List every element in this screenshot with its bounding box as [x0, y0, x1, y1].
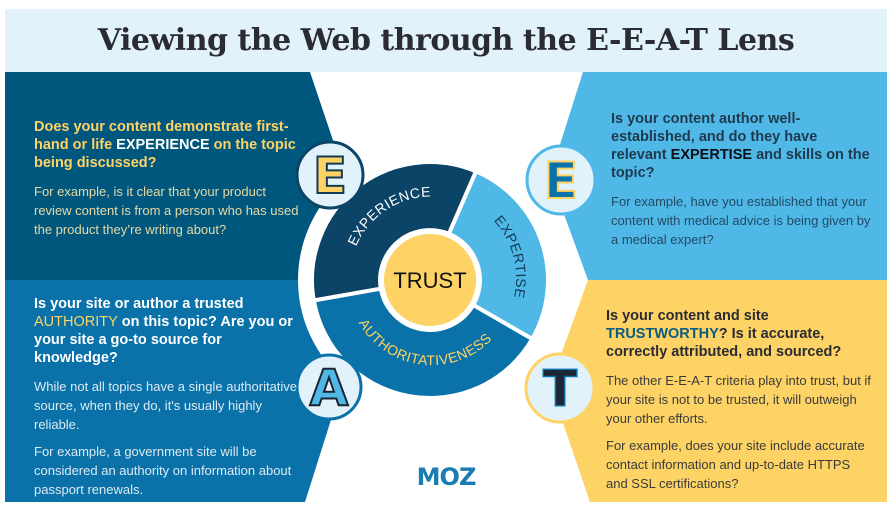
question-text: on the topic being discussed?: [34, 137, 296, 171]
question-text: and skills on the topic?: [611, 147, 870, 181]
experience-example: For example, is it clear that your produ…: [34, 184, 299, 237]
expertise-keyword: EXPERTISE: [670, 147, 753, 163]
trust-panel-shape: [550, 280, 887, 502]
authority-note: While not all topics have a single autho…: [34, 379, 298, 432]
experience-panel-shape: [5, 72, 345, 280]
authority-question: Is your site or author a trusted AUTHORI…: [34, 295, 304, 367]
experience-keyword: EXPERIENCE: [116, 137, 210, 153]
trust-center-circle: [380, 230, 480, 330]
question-text: ? Is it accurate, correctly attributed, …: [606, 326, 842, 360]
authority-panel-shape: [5, 280, 342, 502]
trust-panel: Is your content and site TRUSTWORTHY? Is…: [606, 307, 872, 501]
svg-text:T: T: [543, 360, 577, 418]
expertise-question: Is your content author well-established,…: [611, 110, 873, 182]
wheel-center-label: TRUST: [393, 268, 466, 293]
question-text: Is your content author well-established,…: [611, 111, 818, 163]
letter-circle-trust: T: [524, 352, 596, 424]
trust-example: For example, does your site include accu…: [606, 438, 865, 491]
moz-logo: MOZ: [408, 463, 484, 493]
question-text: Does your content demonstrate first-hand…: [34, 119, 289, 153]
letter-circle-expertise: E: [525, 144, 597, 216]
svg-text:A: A: [310, 359, 349, 417]
expertise-example: For example, have you established that y…: [611, 194, 871, 247]
authority-panel: Is your site or author a trusted AUTHORI…: [34, 295, 304, 507]
title-band: Viewing the Web through the E-E-A-T Lens: [5, 9, 887, 72]
question-text: Is your site or author a trusted: [34, 296, 244, 312]
expertise-panel: Is your content author well-established,…: [611, 110, 873, 257]
trust-note: The other E-E-A-T criteria play into tru…: [606, 373, 871, 426]
experience-panel: Does your content demonstrate first-hand…: [34, 118, 302, 247]
expertise-panel-shape: [550, 72, 887, 280]
letter-circle-authority: A: [295, 353, 363, 421]
experience-question: Does your content demonstrate first-hand…: [34, 118, 302, 172]
svg-text:E: E: [313, 147, 347, 205]
page-title: Viewing the Web through the E-E-A-T Lens: [97, 23, 795, 58]
question-text: Is your content and site: [606, 308, 769, 324]
authority-example: For example, a government site will be c…: [34, 444, 292, 497]
question-text: on this topic? Are you or your site a go…: [34, 314, 293, 366]
trust-question: Is your content and site TRUSTWORTHY? Is…: [606, 307, 872, 361]
letter-circle-experience: E: [295, 140, 365, 210]
authority-keyword: AUTHORITY: [34, 314, 118, 330]
svg-text:MOZ: MOZ: [417, 464, 476, 488]
svg-text:E: E: [544, 152, 578, 210]
trust-keyword: TRUSTWORTHY: [606, 326, 719, 342]
